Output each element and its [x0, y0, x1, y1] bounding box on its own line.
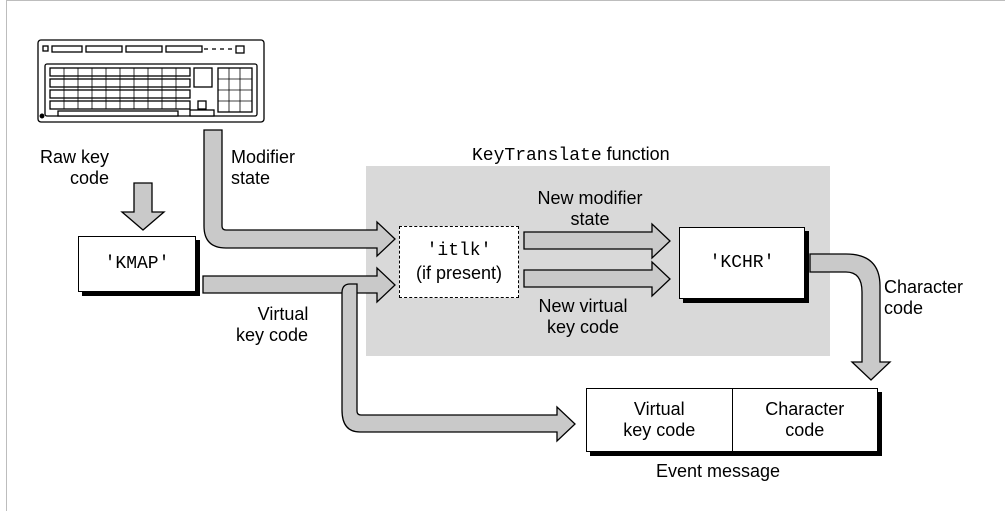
kchr-label: 'KCHR' [709, 253, 775, 273]
arrow-new-modifier-state [523, 222, 671, 260]
arrow-new-virtual-key-code [523, 260, 671, 298]
kchr-box: 'KCHR' [679, 227, 805, 299]
itlk-box: 'itlk' (if present) [399, 226, 519, 298]
event-cell-virtual-line-2: key code [623, 420, 696, 440]
new-virtual-key-code-line-1: New virtual [538, 296, 628, 316]
event-cell-character-line-2: code [785, 420, 825, 440]
virtual-key-code-line-1: Virtual [257, 304, 309, 324]
arrow-virtual-to-event [341, 283, 576, 443]
event-cell-virtual-key-code: Virtual key code [587, 389, 732, 451]
arrow-virtual-key-code [202, 266, 396, 304]
itlk-label: 'itlk' [426, 241, 492, 261]
event-cell-character-line-1: Character [765, 399, 845, 419]
new-modifier-state-label: New modifier state [520, 188, 660, 230]
kmap-label: 'KMAP' [104, 254, 170, 274]
modifier-state-line-1: Modifier [231, 147, 296, 167]
character-code-line-1: Character [884, 277, 964, 297]
new-virtual-key-code-line-2: key code [546, 317, 620, 337]
arrow-character-code [809, 253, 892, 381]
raw-key-code-line-1: Raw key [40, 147, 110, 167]
modifier-state-label: Modifier state [231, 147, 295, 189]
arrow-modifier-state [203, 129, 396, 258]
event-message-caption: Event message [656, 461, 781, 481]
arrow-raw-key-code [120, 182, 166, 231]
keytranslate-title-mono: KeyTranslate [472, 146, 602, 166]
event-cell-character-code: Character code [731, 389, 878, 451]
new-virtual-key-code-label: New virtual key code [528, 296, 638, 338]
itlk-note: (if present) [415, 263, 503, 283]
keyboard-icon [37, 39, 265, 123]
modifier-state-line-2: state [231, 168, 271, 188]
character-code-line-2: code [884, 298, 924, 318]
event-cell-virtual-line-1: Virtual [633, 399, 685, 419]
character-code-label: Character code [884, 277, 963, 319]
keytranslate-title-rest: function [601, 144, 670, 164]
frame-border [6, 0, 1005, 511]
kmap-box: 'KMAP' [78, 236, 196, 292]
keytranslate-title: KeyTranslate function [472, 144, 670, 167]
virtual-key-code-line-2: key code [235, 325, 309, 345]
raw-key-code-line-2: code [70, 168, 110, 188]
raw-key-code-label: Raw key code [40, 147, 109, 189]
virtual-key-code-label: Virtual key code [222, 304, 322, 346]
event-message-box: Virtual key code Character code [586, 388, 878, 452]
new-modifier-state-line-1: New modifier [537, 188, 643, 208]
new-modifier-state-line-2: state [570, 209, 610, 229]
